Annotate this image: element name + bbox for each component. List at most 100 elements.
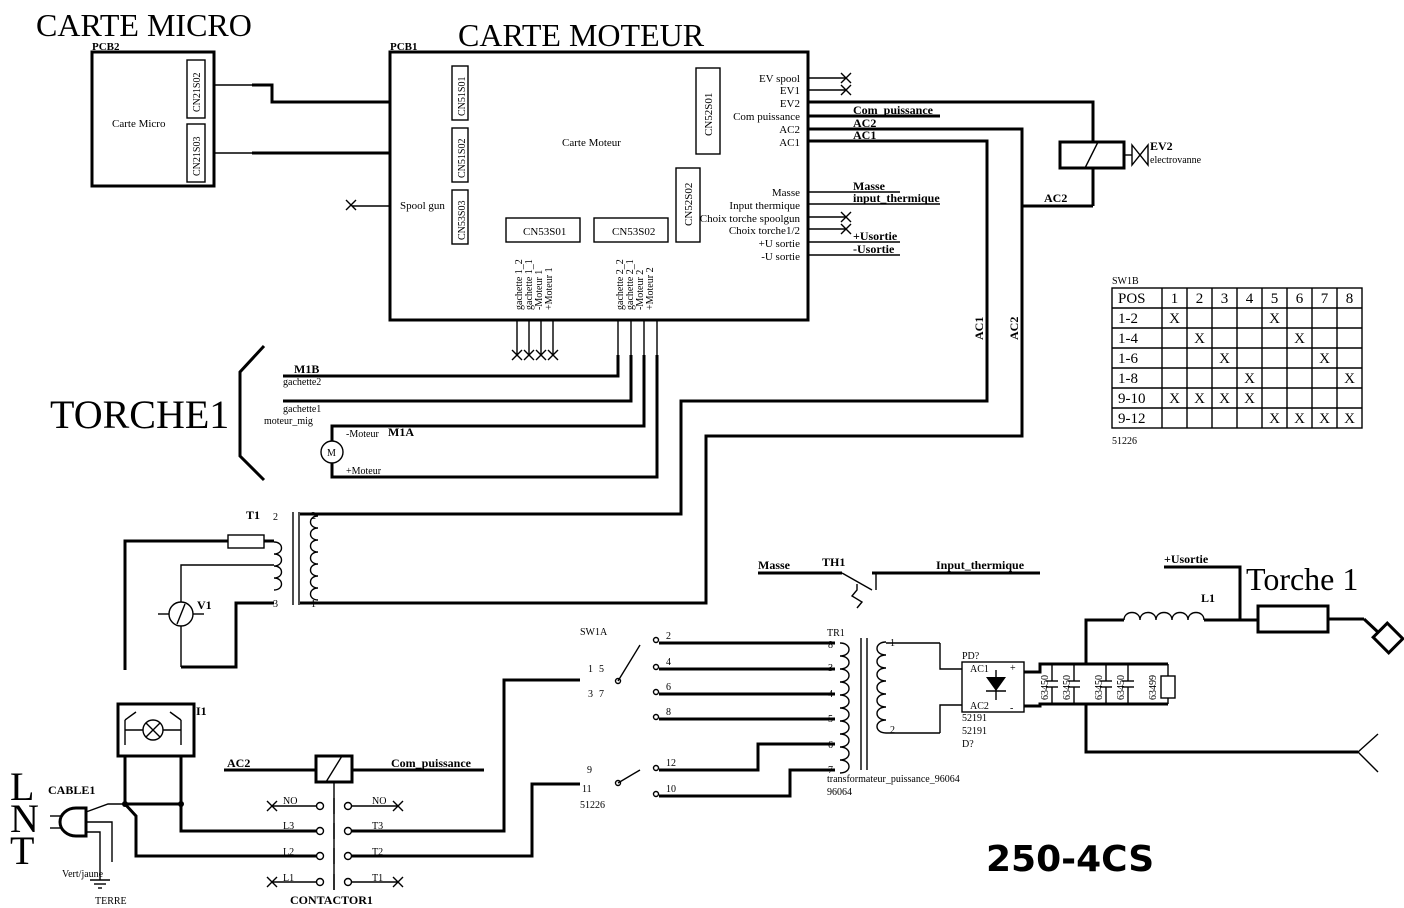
tr1-code: 96064 — [827, 787, 852, 798]
tr1-pin: 5 — [828, 714, 833, 725]
sw1b-cell: X — [1169, 391, 1180, 407]
pin-ev1: EV1 — [780, 85, 800, 97]
net-ac1-vertical: AC1 — [972, 317, 986, 340]
sw1a-contact: 10 — [666, 784, 676, 795]
pin-label: gachette 2_1 — [625, 259, 636, 310]
sw1a-contact: 2 — [666, 631, 671, 642]
diode-icon — [986, 670, 1006, 700]
t1-transformer — [273, 512, 319, 605]
sw1b-header-cell: 3 — [1221, 291, 1229, 307]
sw1b-cell: X — [1269, 411, 1280, 427]
capacitor-value: 63450 — [1116, 675, 1127, 700]
connector-cn51s01-label: CN51S01 — [457, 77, 468, 116]
connector-cn21s03 — [186, 123, 206, 183]
pd-plus: + — [1010, 663, 1016, 674]
torch-bracket — [238, 344, 266, 482]
sw1b-header-cell: 1 — [1171, 291, 1179, 307]
pcb1-label: Carte Moteur — [562, 137, 621, 149]
ev2-ref: EV2 — [1150, 139, 1173, 153]
no-connect-mark — [266, 800, 278, 812]
sw1b-cell: 1-4 — [1118, 331, 1138, 347]
connector-cn51s02-label: CN51S02 — [457, 139, 468, 178]
sw1a-rotary-switch[interactable] — [614, 636, 660, 798]
contactor-right-label: T2 — [372, 847, 383, 858]
tr1-name: transformateur_puissance_96064 — [827, 774, 960, 785]
connector-cn52s01-label: CN52S01 — [703, 93, 715, 136]
sw1b-cell: X — [1269, 311, 1280, 327]
sw1b-cell: X — [1244, 391, 1255, 407]
connector-cn53s02 — [593, 217, 669, 243]
ground-clamp-icon — [1357, 733, 1379, 773]
contact-terminal — [343, 801, 353, 811]
capacitor-value: 63450 — [1040, 675, 1051, 700]
pd-minus: - — [1010, 703, 1013, 714]
inductor-l1 — [1123, 611, 1258, 622]
torch-m1b: M1B — [294, 362, 319, 376]
sw1a-contact: 8 — [666, 707, 671, 718]
connector-cn53s01-label: CN53S01 — [523, 226, 566, 238]
t1-pin: 3 — [273, 599, 278, 610]
no-connect-mark — [266, 876, 278, 888]
sw1b-header-cell: 8 — [1346, 291, 1354, 307]
cn53s01-unconnected-pins — [511, 320, 559, 361]
connector-cn21s02 — [186, 59, 206, 119]
resistor-value: 63499 — [1148, 675, 1159, 700]
ev2-label: electrovanne — [1150, 155, 1202, 166]
pin-label: gachette 1_2 — [514, 259, 525, 310]
mains-n: N — [10, 796, 39, 841]
pin-label: -Moteur 2 — [635, 270, 646, 310]
net-masse: Masse — [853, 179, 886, 193]
tr1-pin: 4 — [828, 689, 833, 700]
t1-fuse — [227, 534, 265, 549]
t1-pin: 2 — [311, 511, 316, 522]
contact-terminal — [315, 826, 325, 836]
sw1a-pin: 7 — [599, 689, 604, 700]
sw1b-header-cell: 4 — [1246, 291, 1254, 307]
pin-com-puissance: Com puissance — [733, 111, 800, 123]
net-usortie-minus: -Usortie — [853, 242, 895, 256]
sw1b-cell: X — [1344, 371, 1355, 387]
contactor-ac2: AC2 — [227, 756, 250, 770]
spool-gun-label: Spool gun — [400, 200, 445, 212]
contactor1-coil — [224, 754, 484, 784]
torch-output-icon — [1256, 604, 1404, 655]
torch-moteur-mig: moteur_mig — [264, 416, 313, 427]
pin-ev2: EV2 — [780, 98, 800, 110]
pin-ac2: AC2 — [779, 124, 800, 136]
net-ac2-vertical: AC2 — [1007, 317, 1021, 340]
pin-u-sortie-plus: +U sortie — [759, 238, 800, 250]
title-carte-micro: CARTE MICRO — [36, 7, 252, 43]
capacitor-value: 63450 — [1062, 675, 1073, 700]
usortie-wire — [1164, 565, 1242, 620]
contactor-com-puissance: Com_puissance — [391, 756, 472, 770]
contact-terminal — [315, 801, 325, 811]
sw1b-footer: 51226 — [1112, 436, 1137, 447]
no-connect-mark — [392, 800, 404, 812]
v1-ref: V1 — [197, 598, 212, 612]
pcb1-ref: PCB1 — [390, 41, 418, 53]
sw1a-code: 51226 — [580, 800, 605, 811]
sw1b-cell: X — [1294, 411, 1305, 427]
capacitor-value: 63450 — [1094, 675, 1105, 700]
contact-terminal — [343, 826, 353, 836]
no-connect-mark — [392, 876, 404, 888]
connector-cn51s01 — [451, 65, 469, 121]
main-switch-i1[interactable] — [116, 702, 196, 758]
torch-wires — [283, 320, 659, 479]
pd-d: D? — [962, 739, 974, 750]
model-label: 250-4CS — [986, 839, 1154, 880]
sw1b-cell: X — [1294, 331, 1305, 347]
net-usortie-plus: +Usortie — [853, 229, 898, 243]
connector-cn21s03-label: CN21S03 — [192, 137, 203, 176]
pin-u-sortie-minus: -U sortie — [761, 251, 800, 263]
pd-code: 52191 — [962, 713, 987, 724]
sw1b-cell: X — [1219, 391, 1230, 407]
contactor-left-label: L3 — [283, 821, 294, 832]
t1-pin: 1 — [311, 599, 316, 610]
contactor-output-wires — [386, 678, 580, 858]
pcb1-right-wires — [300, 72, 1095, 605]
sw1a-pin: 11 — [582, 784, 592, 795]
connector-cn21s02-label: CN21S02 — [192, 73, 203, 112]
